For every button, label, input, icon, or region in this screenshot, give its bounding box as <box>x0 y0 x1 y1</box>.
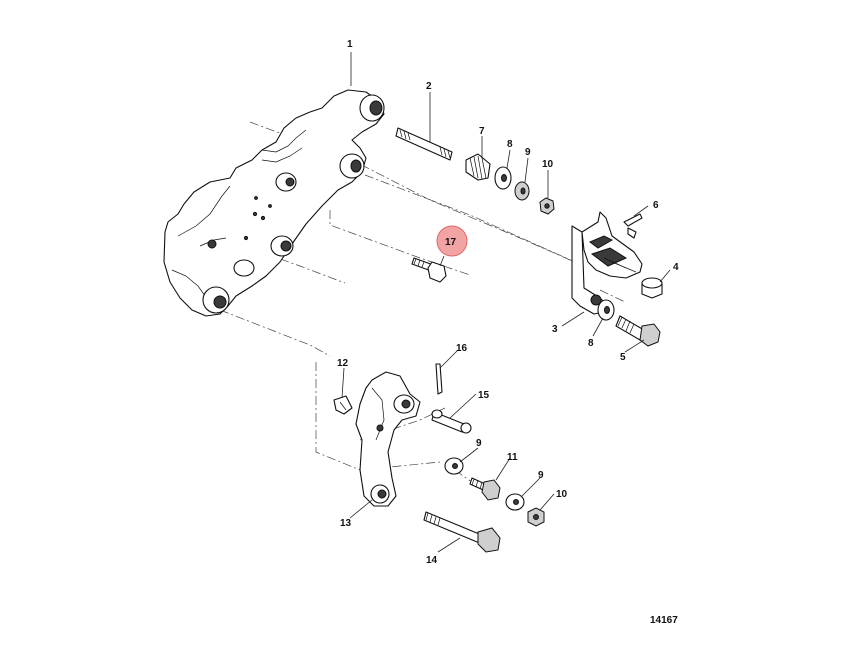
bolt-14-part <box>423 511 501 553</box>
callout-16[interactable]: 16 <box>456 343 468 354</box>
callout-3[interactable]: 3 <box>552 324 558 335</box>
cotter-pin-part <box>623 213 643 239</box>
callout-9-lower[interactable]: 9 <box>538 470 544 481</box>
callout-9-mid[interactable]: 9 <box>476 438 482 449</box>
threaded-stud-part <box>395 127 453 161</box>
leader-lines <box>341 52 671 553</box>
callout-12[interactable]: 12 <box>337 358 349 369</box>
callout-8-upper[interactable]: 8 <box>507 139 513 150</box>
clip-12-part <box>333 395 353 415</box>
callout-11[interactable]: 11 <box>507 452 518 463</box>
callout-13[interactable]: 13 <box>340 518 352 529</box>
figure-number: 14167 <box>650 615 678 626</box>
callout-17[interactable]: 17 <box>445 237 457 248</box>
lever-bracket-part <box>571 211 643 315</box>
nut-10-lower <box>527 507 545 527</box>
arm-13-part <box>355 371 421 507</box>
main-bracket-part <box>163 89 385 317</box>
callout-8-lower[interactable]: 8 <box>588 338 594 349</box>
callout-10-upper[interactable]: 10 <box>542 159 554 170</box>
callout-14[interactable]: 14 <box>426 555 438 566</box>
spring-part <box>465 153 491 181</box>
cap-part <box>641 277 663 299</box>
bolt-5-part <box>615 315 661 347</box>
washer-8-upper <box>494 166 512 190</box>
nut-10-upper <box>539 197 555 215</box>
callout-9-upper[interactable]: 9 <box>525 147 531 158</box>
shaft-15-part <box>431 409 472 434</box>
callout-5[interactable]: 5 <box>620 352 626 363</box>
bolt-17-part <box>411 257 447 283</box>
callout-labels: 1 2 7 8 9 10 6 17 4 3 8 5 16 12 15 9 11 … <box>337 39 679 566</box>
stud-11-part <box>469 477 501 501</box>
callout-17-highlight[interactable] <box>436 225 468 257</box>
washer-9-lower <box>505 493 525 511</box>
callout-4[interactable]: 4 <box>673 262 679 273</box>
callout-2[interactable]: 2 <box>426 81 432 92</box>
callout-6[interactable]: 6 <box>653 200 659 211</box>
pin-16-part <box>435 363 443 395</box>
callout-7[interactable]: 7 <box>479 126 485 137</box>
washer-9-mid <box>444 457 464 475</box>
callout-10-lower[interactable]: 10 <box>556 489 568 500</box>
callout-15[interactable]: 15 <box>478 390 490 401</box>
washer-8-lower <box>597 299 615 321</box>
callout-1[interactable]: 1 <box>347 39 353 50</box>
washer-9-upper <box>514 181 530 201</box>
